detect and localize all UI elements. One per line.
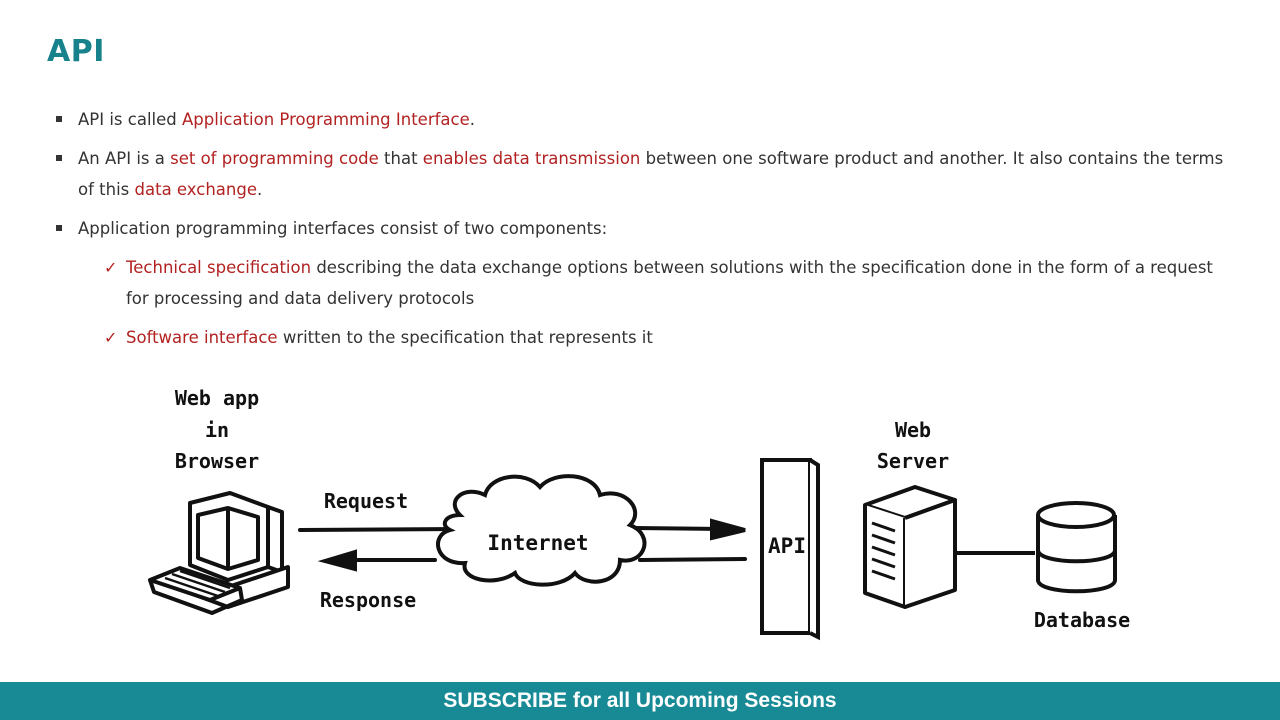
internet-label: Internet [487,531,588,555]
api-tower-icon [760,458,820,641]
cloud-icon [436,474,647,587]
database-label: Database [1034,608,1130,632]
bullet-list: API is called Application Programming In… [56,104,1236,361]
sub-bullet-list: ✓ Technical specification describing the … [78,252,1236,353]
client-label: Browser [175,449,259,473]
bullet-text: An API is a [78,149,171,168]
client-label: Web app [175,386,259,410]
database-icon [1036,501,1117,594]
bullet-item: An API is a set of programming code that… [56,143,1236,205]
api-diagram: Web app in Browser Request Response Inte… [148,386,1130,641]
subscribe-banner[interactable]: SUBSCRIBE for all Upcoming Sessions [0,682,1280,720]
sub-bullet-item: ✓ Technical specification describing the … [104,252,1236,314]
sub-bullet-text: written to the specification that repres… [277,328,653,347]
bullet-text: that [378,149,423,168]
request-arrow [298,518,746,541]
bullet-text: API is called [78,110,182,129]
response-arrow [317,549,747,572]
sub-bullet-item: ✓ Software interface written to the speci… [104,322,1236,353]
server-icon [863,485,957,609]
bullet-text: Application programming interfaces consi… [78,219,608,238]
server-label: Web [895,418,931,442]
computer-icon [148,491,290,615]
request-label: Request [324,489,408,513]
api-label: API [768,534,806,558]
bullet-highlight: enables data transmission [422,149,641,168]
response-label: Response [320,588,416,612]
bullet-highlight: Application Programming Interface [182,110,470,129]
bullet-highlight: data exchange [134,180,257,199]
sub-bullet-highlight: Technical specification [126,258,312,277]
bullet-text: . [469,110,476,129]
bullet-text: . [257,180,263,199]
sub-bullet-highlight: Software interface [126,328,278,347]
check-icon: ✓ [104,328,118,347]
bullet-item: API is called Application Programming In… [56,104,1236,135]
bullet-item: Application programming interfaces consi… [56,213,1236,353]
server-label: Server [877,449,949,473]
bullet-text: between one software product and another… [78,149,1224,199]
bullet-highlight: set of programming code [170,149,379,168]
client-label: in [205,418,229,442]
sub-bullet-text: describing the data exchange options bet… [126,258,1213,308]
check-icon: ✓ [104,258,118,277]
page-title: API [47,34,105,69]
